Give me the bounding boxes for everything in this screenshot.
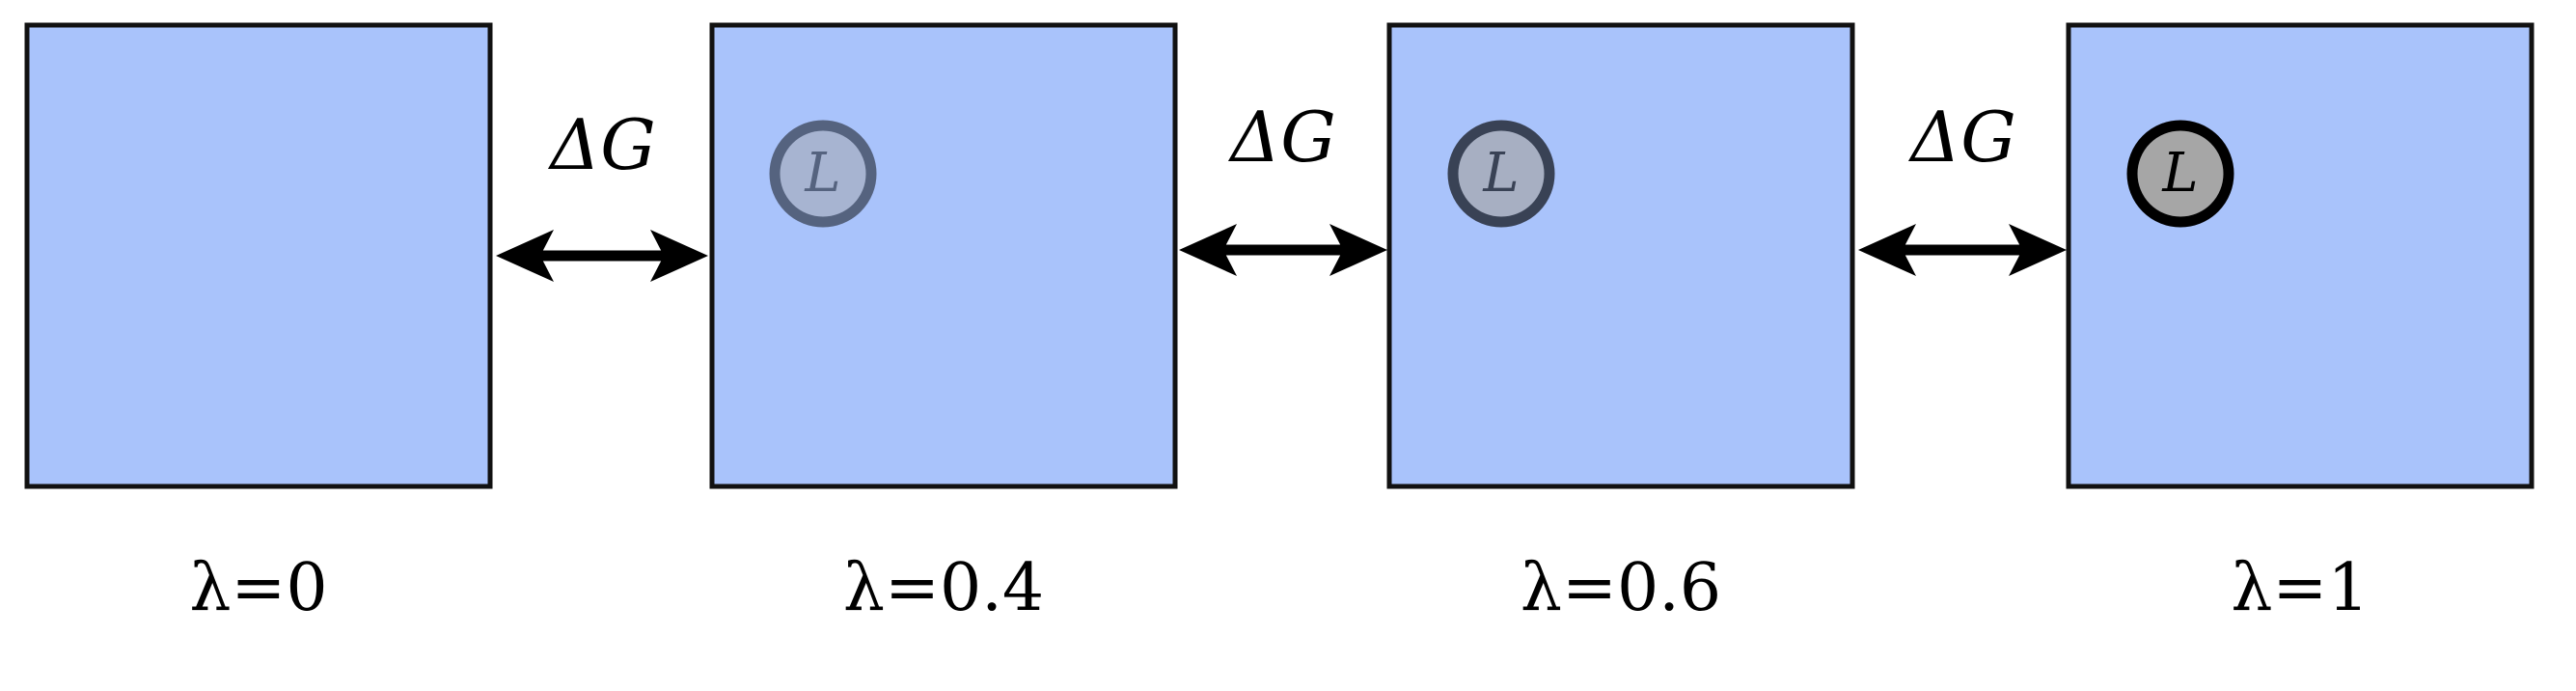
lambda-label-2: λ=0.6 — [1521, 550, 1721, 626]
ligand-3: L — [2126, 120, 2234, 228]
ligand-1: L — [769, 120, 877, 228]
delta-g-label-1: ΔG — [547, 104, 656, 185]
ligand-label-3: L — [2161, 142, 2198, 205]
state-box-0 — [24, 22, 493, 489]
double-arrow-2 — [1179, 224, 1387, 276]
double-arrow-3 — [1858, 224, 2067, 276]
lambda-label-1: λ=0.4 — [843, 550, 1044, 626]
lambda-label-3: λ=1 — [2231, 550, 2369, 626]
state-box-2 — [1386, 22, 1855, 489]
ligand-label-2: L — [1482, 142, 1519, 205]
state-box-3 — [2066, 22, 2535, 489]
ligand-2: L — [1447, 120, 1555, 228]
lambda-label-0: λ=0 — [189, 550, 327, 626]
ligand-label-1: L — [804, 142, 840, 205]
delta-g-label-3: ΔG — [1907, 97, 2016, 178]
state-box-1 — [709, 22, 1178, 489]
delta-g-label-2: ΔG — [1227, 97, 1336, 178]
double-arrow-1 — [496, 230, 708, 282]
